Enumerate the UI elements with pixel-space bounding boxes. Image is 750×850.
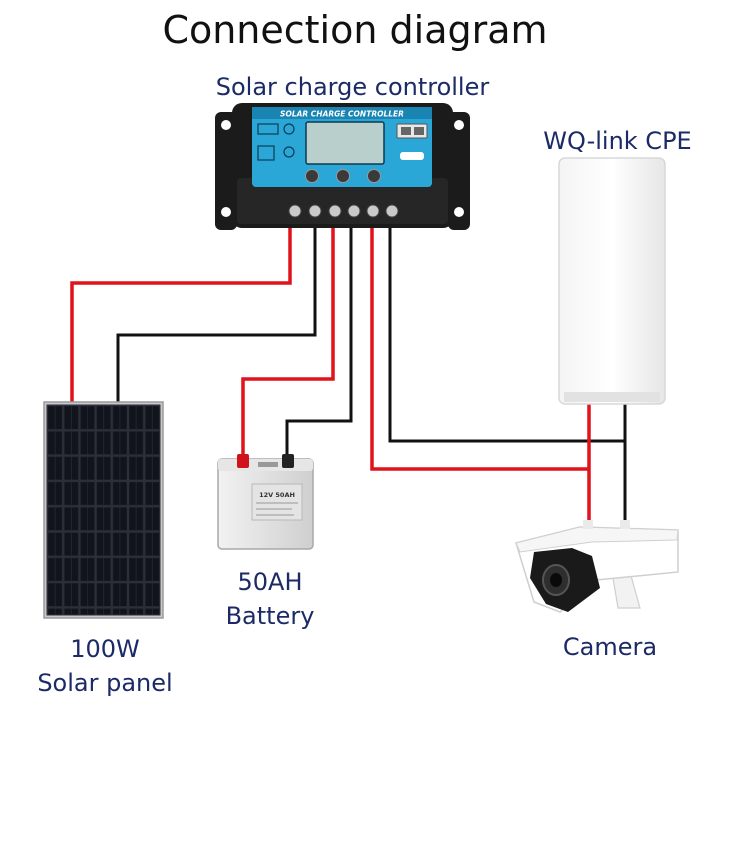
solar-panel-device [43,401,164,619]
solar-panel-label-line2: Solar panel [37,669,173,697]
controller-label: Solar charge controller [215,73,490,101]
controller-terminals [288,204,399,218]
cpe-label: WQ-link CPE [543,127,692,155]
controller-status-icons [257,123,295,161]
battery-label-line1: 50AH [237,568,303,596]
battery-sticker-text: 12V 50AH [259,491,295,499]
solar-panel-label-line1: 100W [70,635,140,663]
battery-positive-terminal [237,454,249,468]
solar-panel-label: 100W Solar panel [20,632,190,700]
camera-label: Camera [562,633,658,661]
controller-panel-text: SOLAR CHARGE CONTROLLER [280,110,404,119]
battery-negative-terminal [282,454,294,468]
wires [70,222,627,527]
battery-device: 12V 50AH [217,454,314,550]
controller-button [367,169,381,183]
load-positive-wire [370,222,589,471]
load-negative-wire [388,222,625,443]
wq-link-cpe-device [558,157,666,405]
solar-charge-controller: SOLAR CHARGE CONTROLLER [215,103,470,230]
battery-label-line2: Battery [225,602,315,630]
battery-label: 50AH Battery [195,565,345,633]
battery-negative-wire [285,222,353,458]
controller-button [336,169,350,183]
panel-negative-wire [116,222,317,405]
panel-positive-wire [70,222,292,405]
camera-device [515,520,679,613]
diagram-title: Connection diagram [162,8,548,52]
controller-button [305,169,319,183]
battery-positive-wire [241,222,335,458]
usb-ports [396,123,428,160]
